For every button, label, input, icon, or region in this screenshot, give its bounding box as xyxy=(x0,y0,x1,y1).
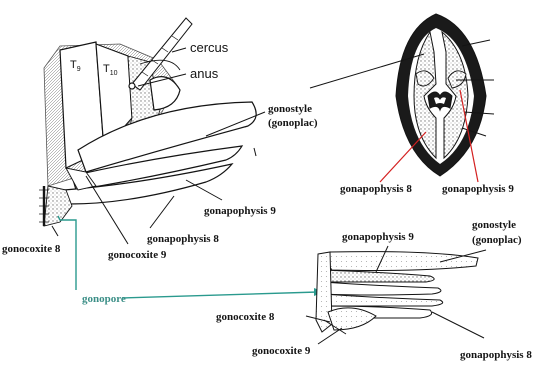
label-anus: anus xyxy=(190,66,219,81)
label-gonostyle-lateral-1: gonostyle xyxy=(268,103,312,115)
label-cercus: cercus xyxy=(190,40,229,55)
label-br-gonocoxite-9: gonocoxite 9 xyxy=(252,345,311,357)
label-br-gonostyle-1: gonostyle xyxy=(472,219,516,231)
label-br-gonapophysis-8: gonapophysis 8 xyxy=(460,349,532,361)
label-gonostyle-lateral-2: (gonoplac) xyxy=(268,117,318,129)
detail-gonapophysis-9 xyxy=(322,270,434,282)
label-gonapophysis-8-lateral: gonapophysis 8 xyxy=(147,233,219,245)
anus xyxy=(129,83,135,89)
detail-gonostyle xyxy=(322,252,478,271)
valve-detail xyxy=(316,252,478,334)
label-cs-gonapophysis-9: gonapophysis 9 xyxy=(442,183,514,195)
label-cs-gonapophysis-8: gonapophysis 8 xyxy=(340,183,412,195)
label-gonapophysis-9-lateral: gonapophysis 9 xyxy=(204,205,276,217)
label-gonocoxite-8-lateral: gonocoxite 8 xyxy=(2,243,61,255)
label-br-gonostyle-2: (gonoplac) xyxy=(472,234,522,246)
label-br-gonapophysis-9: gonapophysis 9 xyxy=(342,231,414,243)
label-br-gonocoxite-8: gonocoxite 8 xyxy=(216,311,275,323)
label-gonocoxite-9-lateral: gonocoxite 9 xyxy=(108,249,167,261)
gonopore-pointer xyxy=(58,216,324,298)
label-gonopore: gonopore xyxy=(82,293,126,305)
